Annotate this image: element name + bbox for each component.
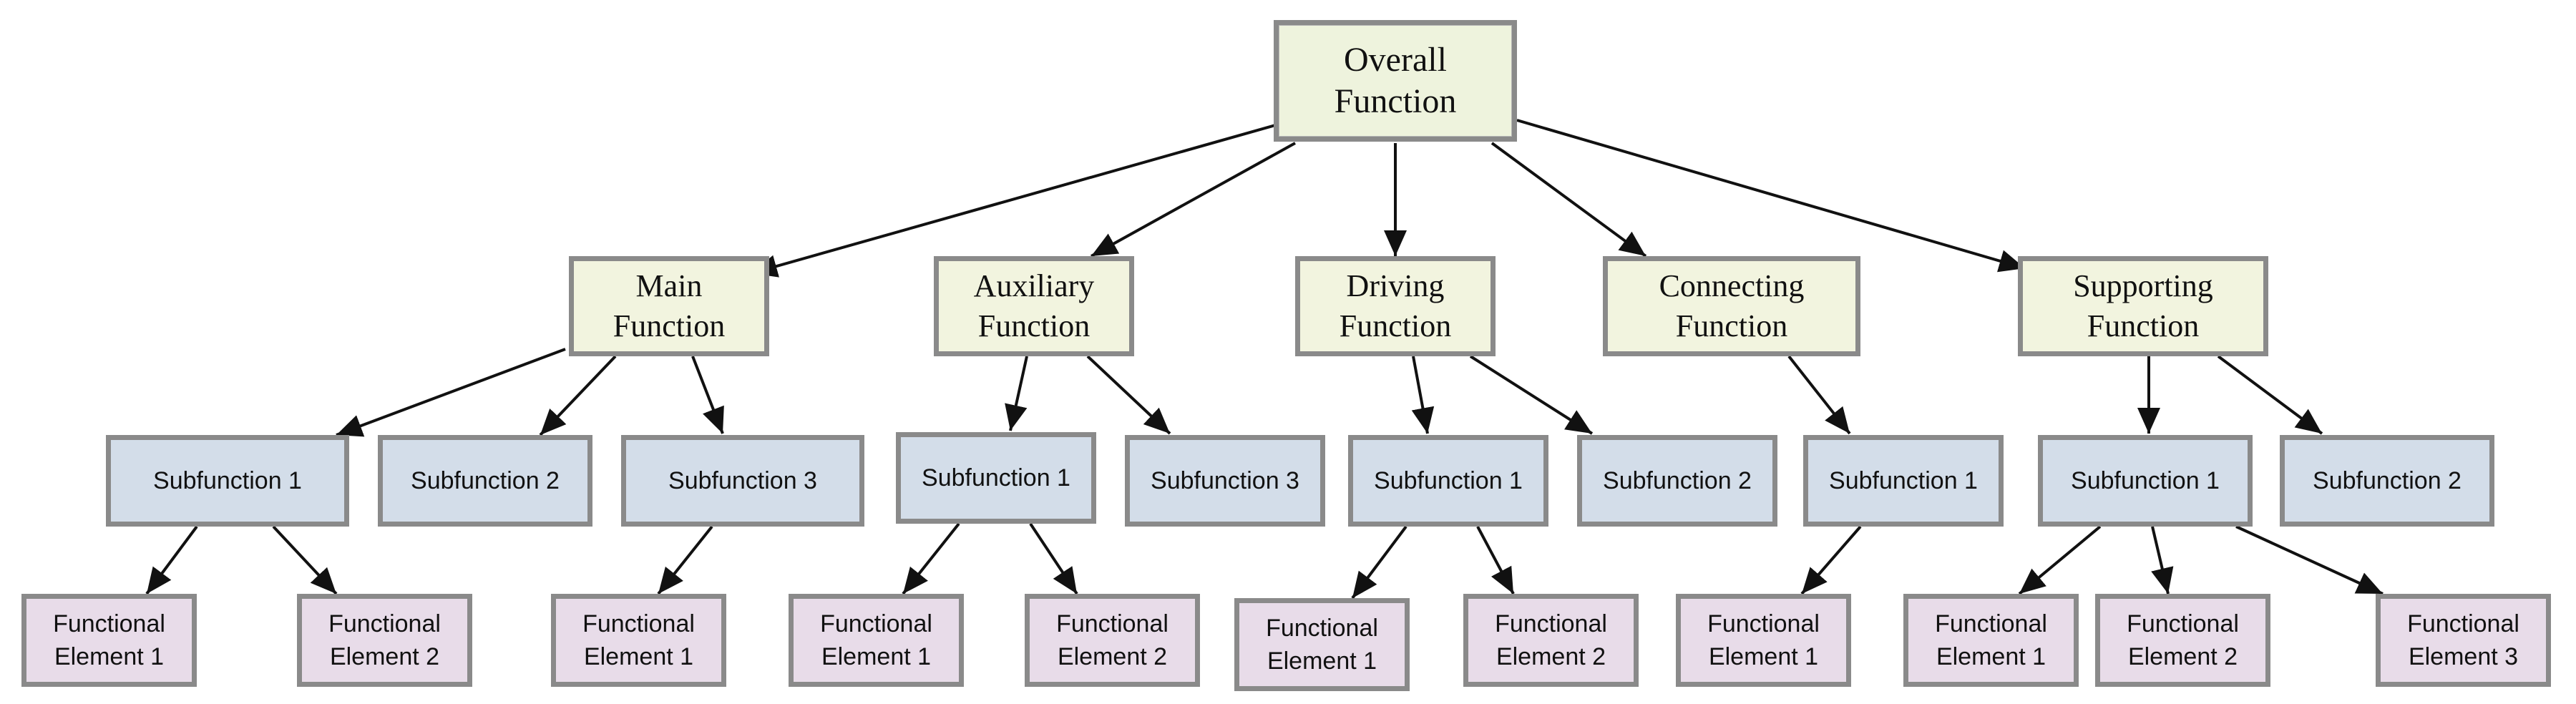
connector-arrow-8 — [691, 356, 724, 434]
supporting-subfunction-1: Subfunction 1 — [2038, 435, 2253, 527]
connector-arrow-26 — [2235, 525, 2384, 595]
connector-arrow-24 — [2018, 525, 2102, 595]
main-function-box: Main Function — [569, 256, 769, 356]
auxiliary-subfunction-1: Subfunction 1 — [896, 432, 1096, 524]
connector-arrow-5 — [1516, 119, 2026, 273]
auxiliary-sub1-element-1: Functional Element 1 — [789, 594, 964, 687]
auxiliary-sub1-element-2: Functional Element 2 — [1025, 594, 1200, 687]
main-sub3-element-1: Functional Element 1 — [551, 594, 726, 687]
main-subfunction-1: Subfunction 1 — [106, 435, 349, 527]
supporting-function-box: Supporting Function — [2018, 256, 2268, 356]
connecting-function-box: Connecting Function — [1603, 256, 1860, 356]
supporting-sub1-element-3: Functional Element 3 — [2376, 594, 2551, 687]
connector-arrow-18 — [657, 525, 713, 595]
auxiliary-function-box: Auxiliary Function — [934, 256, 1134, 356]
driving-sub1-element-1: Functional Element 1 — [1234, 598, 1410, 691]
connector-arrow-21 — [1351, 525, 1407, 600]
supporting-sub1-element-1: Functional Element 1 — [1903, 594, 2079, 687]
connector-arrow-23 — [1800, 525, 1862, 595]
connector-arrow-15 — [2217, 355, 2323, 435]
driving-function-box: Driving Function — [1295, 256, 1496, 356]
connector-arrow-2 — [1091, 142, 1296, 258]
connector-arrow-17 — [272, 525, 338, 595]
driving-sub1-element-2: Functional Element 2 — [1463, 594, 1639, 687]
connector-arrow-13 — [1787, 355, 1851, 435]
connector-arrow-19 — [902, 522, 960, 595]
overall-function-box: Overall Function — [1274, 20, 1517, 142]
connecting-sub1-element-1: Functional Element 1 — [1676, 594, 1851, 687]
connector-arrow-10 — [1086, 355, 1171, 435]
connector-arrow-20 — [1029, 522, 1078, 595]
main-subfunction-2: Subfunction 2 — [378, 435, 592, 527]
connector-arrow-9 — [1005, 356, 1028, 431]
main-sub1-element-2: Functional Element 2 — [297, 594, 472, 687]
connector-arrow-6 — [336, 348, 566, 437]
supporting-subfunction-2: Subfunction 2 — [2280, 435, 2494, 527]
connecting-subfunction-1: Subfunction 1 — [1803, 435, 2004, 527]
connector-arrow-25 — [2151, 526, 2174, 595]
supporting-sub1-element-2: Functional Element 2 — [2095, 594, 2270, 687]
connector-arrow-7 — [539, 355, 617, 436]
connector-arrow-4 — [1491, 142, 1647, 258]
connector-arrow-12 — [1469, 355, 1594, 435]
main-sub1-element-1: Functional Element 1 — [21, 594, 197, 687]
driving-subfunction-1: Subfunction 1 — [1348, 435, 1548, 527]
connector-arrow-11 — [1411, 356, 1435, 434]
main-subfunction-3: Subfunction 3 — [621, 435, 864, 527]
connector-arrow-22 — [1476, 526, 1515, 595]
connector-arrow-16 — [145, 525, 198, 595]
driving-subfunction-2: Subfunction 2 — [1577, 435, 1777, 527]
auxiliary-subfunction-3: Subfunction 3 — [1125, 435, 1325, 527]
connector-arrow-1 — [751, 120, 1289, 278]
